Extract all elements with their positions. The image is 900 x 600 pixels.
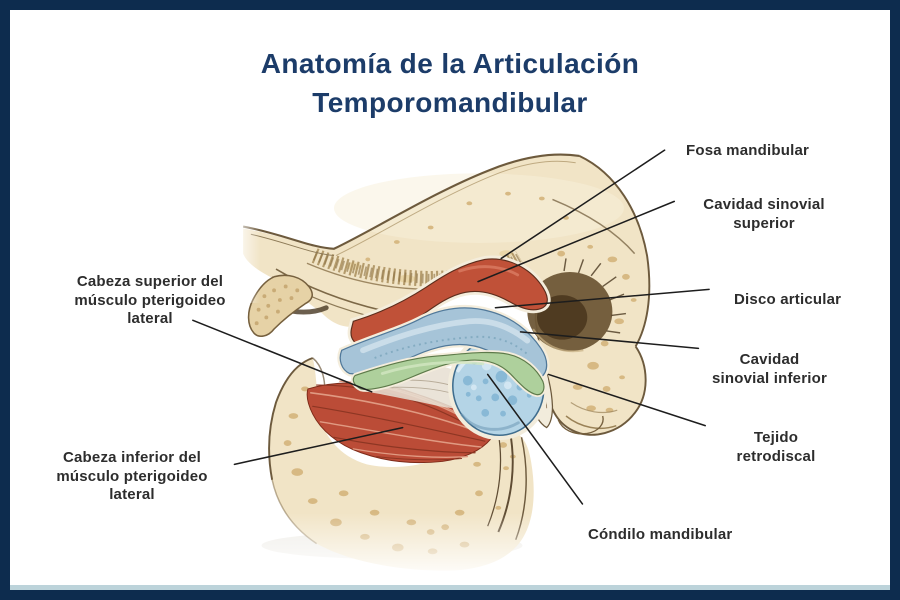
label-cavidad-sinovial-superior: Cavidad sinovial superior <box>703 196 825 232</box>
leader-line-fosa-mandibular <box>500 149 666 260</box>
label-tejido-retrodiscal: Tejido retrodiscal <box>736 429 816 465</box>
label-cavidad-sinovial-inferior: Cavidad sinovial inferior <box>711 351 828 387</box>
eminence-stipple <box>254 284 300 326</box>
bottom-fade <box>237 512 557 581</box>
leader-line-cavidad-sinovial-superior <box>477 200 676 283</box>
page-title: Anatomía de la Articulación Temporomandi… <box>260 48 640 119</box>
label-cabeza-superior: Cabeza superior del músculo pterigoideo … <box>74 273 226 328</box>
tmj-illustration <box>192 149 710 581</box>
leader-line-cabeza-inferior <box>233 426 404 466</box>
label-cabeza-inferior: Cabeza inferior del músculo pterigoideo … <box>56 449 208 504</box>
leader-lines <box>192 149 710 505</box>
leader-line-condilo-mandibular <box>486 373 584 505</box>
leader-line-tejido-retrodiscal <box>547 373 706 427</box>
condyle-texture <box>462 348 532 417</box>
label-fosa-mandibular: Fosa mandibular <box>686 142 810 159</box>
leader-line-cavidad-sinovial-inferior <box>519 331 700 350</box>
label-condilo-mandibular: Cóndilo mandibular <box>588 526 733 543</box>
inferior-synovial-cavity-shape <box>350 350 547 398</box>
label-disco-articular: Disco articular <box>734 291 842 308</box>
leader-line-cabeza-superior <box>192 319 373 393</box>
left-fade <box>231 201 261 303</box>
leader-line-disco-articular <box>494 288 710 309</box>
bottom-accent-strip <box>10 585 890 590</box>
